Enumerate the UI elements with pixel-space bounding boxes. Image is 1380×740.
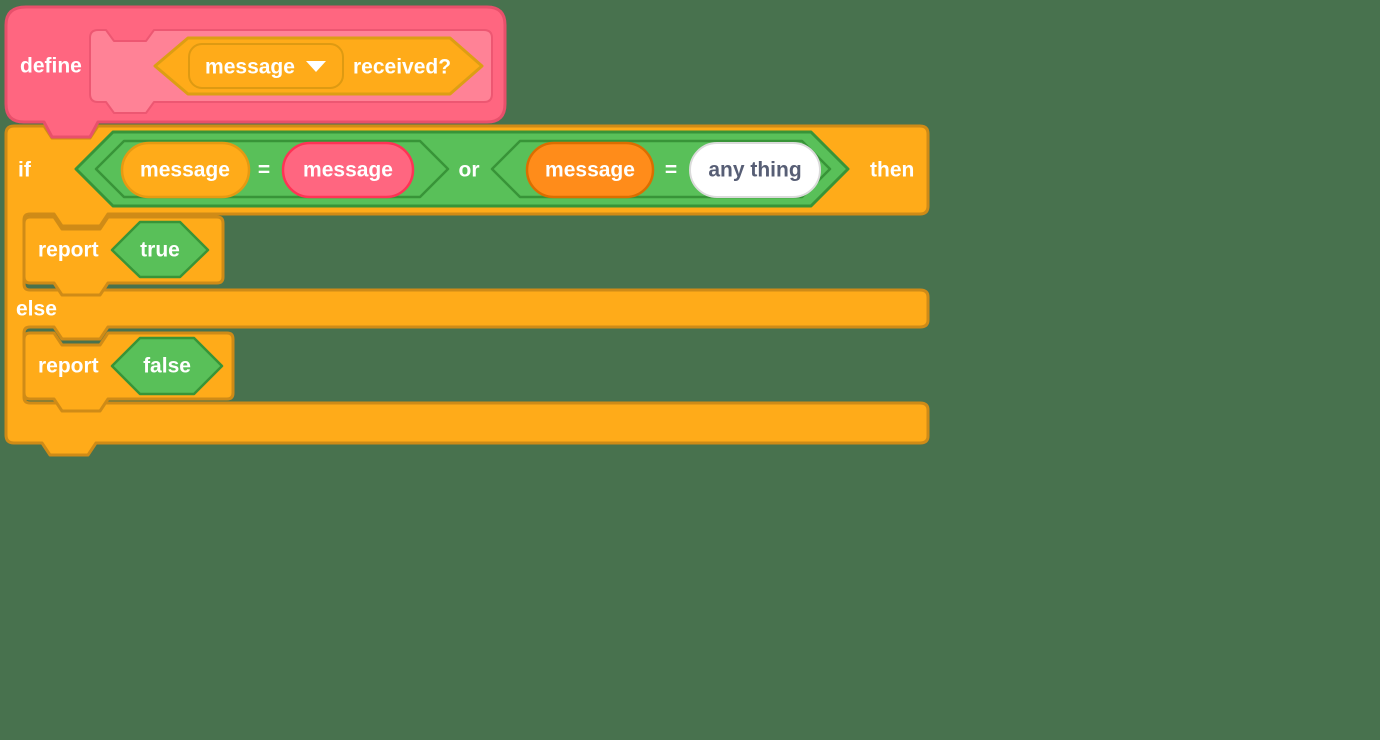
eq-left-right-operand-label: message [303,158,393,182]
or-label: or [458,158,480,182]
false-value-label: false [143,354,191,378]
else-label: else [16,297,57,321]
then-label: then [870,158,915,182]
if-label: if [18,158,31,182]
true-boolean-block[interactable] [110,220,210,279]
prototype-suffix-label: received? [353,55,452,79]
report-true-label: report [38,238,99,262]
dropdown-caret-icon [306,61,326,72]
message-pink-reporter[interactable] [281,141,415,199]
any-thing-input-value[interactable]: any thing [708,158,802,182]
any-thing-text-input[interactable] [689,142,821,198]
true-value-label: true [140,238,180,262]
define-label: define [20,54,82,78]
eq-right-operand-label: message [545,158,635,182]
eq-left-operator-label: = [257,158,271,182]
report-false-label: report [38,354,99,378]
false-boolean-block[interactable] [110,336,224,396]
eq-left-operand-label: message [140,158,230,182]
if-else-block[interactable] [4,124,930,457]
message-param-reporter[interactable] [120,141,251,199]
message-dropdown[interactable] [188,43,344,89]
dropdown-value-label[interactable]: message [205,55,295,79]
message-variable-reporter[interactable] [525,141,655,199]
eq-right-operator-label: = [664,158,678,182]
